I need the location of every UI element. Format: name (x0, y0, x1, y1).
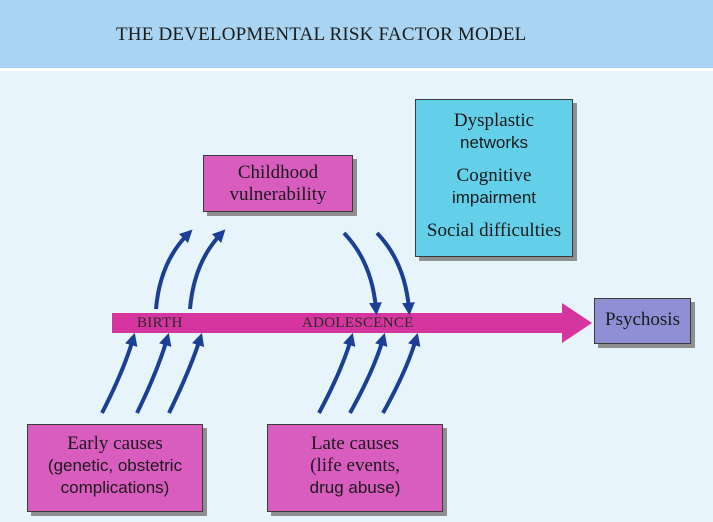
psychosis-label: Psychosis (605, 309, 680, 330)
outcome-social-difficulties: Social difficulties (416, 220, 572, 242)
early-box-line1: Early causes (67, 433, 163, 454)
diagram-title: THE DEVELOPMENTAL RISK FACTOR MODEL (116, 24, 527, 45)
outcome-item2-line1: Cognitive (456, 165, 532, 186)
timeline-label-birth: BIRTH (137, 315, 183, 331)
outcome-cognitive-impairment: Cognitive impairment (416, 165, 572, 209)
late-box-line1: Late causes (310, 433, 400, 454)
arrow-birth-to-childhood-2 (188, 229, 226, 310)
timeline-label-adolescence: ADOLESCENCE (302, 315, 414, 331)
outcome-item1-line2: networks (459, 133, 529, 152)
arrow-early-to-birth-2 (135, 332, 172, 414)
outcome-item2-line2: impairment (451, 188, 537, 207)
timeline-bar (112, 313, 564, 333)
arrow-early-to-birth-1 (100, 332, 138, 414)
arrow-late-to-adolescence-3 (381, 332, 421, 414)
arrow-early-to-birth-3 (167, 332, 205, 414)
late-box-line3: drug abuse) (309, 478, 401, 497)
late-causes-box: Late causes (life events, drug abuse) (267, 424, 443, 512)
early-causes-box: Early causes (genetic, obstetric complic… (27, 424, 203, 512)
late-box-line2: (life events, (310, 455, 400, 476)
early-box-line3: complications) (60, 478, 170, 497)
arrow-late-to-adolescence-1 (317, 332, 356, 414)
arrow-late-to-adolescence-2 (348, 332, 388, 414)
childhood-vulnerability-box: Childhood vulnerability (203, 155, 353, 212)
childhood-box-line2: vulnerability (229, 184, 327, 205)
arrow-childhood-to-adolescence-1 (342, 231, 382, 316)
outcome-item1-line1: Dysplastic (453, 110, 535, 131)
timeline-arrowhead (562, 303, 592, 343)
arrow-birth-to-childhood-1 (154, 229, 193, 310)
psychosis-box: Psychosis (594, 298, 691, 344)
childhood-box-line1: Childhood (237, 162, 319, 183)
arrow-childhood-to-adolescence-2 (375, 231, 415, 316)
early-box-line2: (genetic, obstetric (47, 456, 183, 475)
outcome-dysplastic-networks: Dysplastic networks (416, 110, 572, 154)
outcomes-box: Dysplastic networks Cognitive impairment… (415, 99, 573, 257)
title-bar: THE DEVELOPMENTAL RISK FACTOR MODEL (0, 0, 713, 71)
outcome-item3: Social difficulties (426, 220, 562, 241)
